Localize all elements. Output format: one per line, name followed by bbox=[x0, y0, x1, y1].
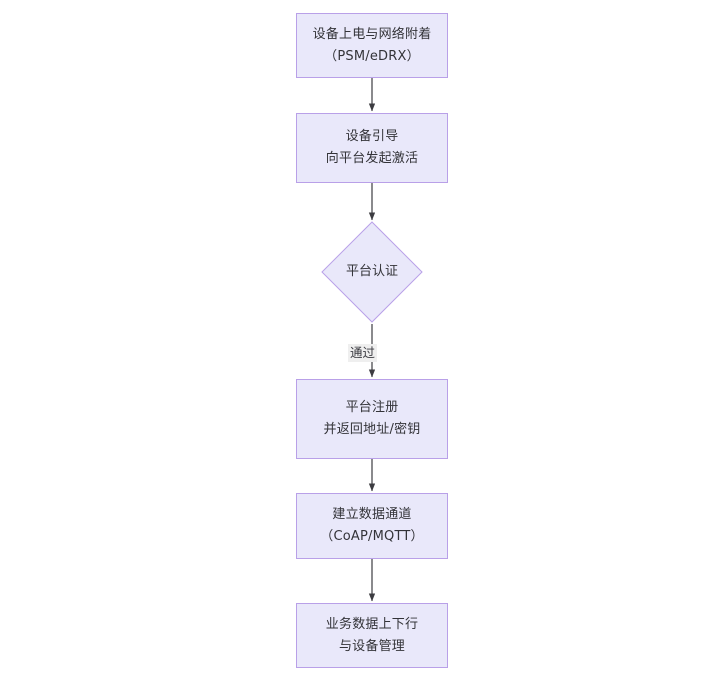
node-business-data[interactable]: 业务数据上下行 与设备管理 bbox=[296, 603, 448, 668]
diamond-shape bbox=[321, 221, 423, 323]
node-bootstrap-line-2: 向平台发起激活 bbox=[325, 151, 419, 166]
node-bootstrap-line-1: 设备引导 bbox=[345, 129, 399, 144]
node-platform-register-line-2: 并返回地址/密钥 bbox=[323, 422, 421, 437]
node-data-channel[interactable]: 建立数据通道 （CoAP/MQTT） bbox=[296, 493, 448, 559]
node-business-data-line-1: 业务数据上下行 bbox=[325, 616, 419, 632]
edge-label-pass: 通过 bbox=[348, 344, 378, 362]
node-platform-register-line-1: 平台注册 bbox=[345, 400, 399, 415]
node-platform-auth[interactable]: 平台认证 bbox=[321, 221, 423, 323]
node-platform-auth-label: 平台认证 bbox=[345, 264, 398, 279]
node-power-on-line-2: （PSM/eDRX） bbox=[324, 48, 420, 64]
node-business-data-line-2: 与设备管理 bbox=[338, 638, 405, 654]
node-power-on[interactable]: 设备上电与网络附着 （PSM/eDRX） bbox=[296, 13, 448, 78]
node-platform-register[interactable]: 平台注册 并返回地址/密钥 bbox=[296, 379, 448, 459]
node-data-channel-line-1: 建立数据通道 bbox=[332, 507, 412, 522]
node-data-channel-line-2: （CoAP/MQTT） bbox=[320, 529, 424, 544]
node-bootstrap[interactable]: 设备引导 向平台发起激活 bbox=[296, 113, 448, 183]
node-power-on-line-1: 设备上电与网络附着 bbox=[312, 26, 432, 42]
